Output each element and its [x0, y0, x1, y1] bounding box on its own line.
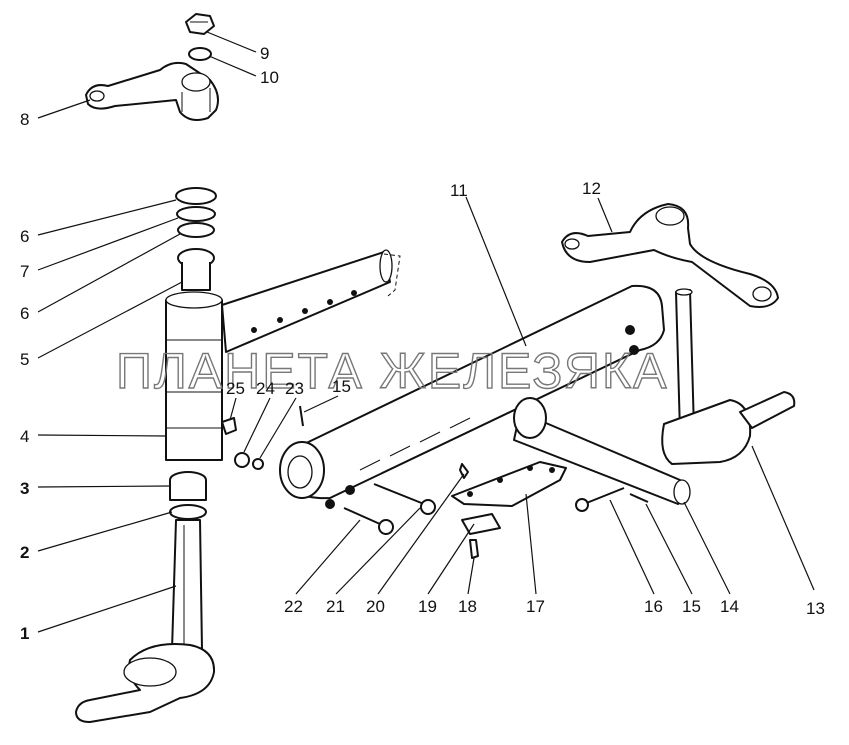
nut-9	[185, 13, 215, 35]
nut-24	[234, 452, 250, 468]
washer-23	[252, 458, 264, 470]
ring-3	[169, 471, 207, 501]
callout-2: 2	[20, 543, 29, 562]
callout-24: 24	[256, 379, 275, 398]
callout-17: 17	[526, 597, 545, 616]
callouts: 9 10 8 6 7 6 5 4 3 2 1 25 24 23 15 11 12…	[20, 44, 825, 643]
callout-14: 14	[720, 597, 739, 616]
callout-4: 4	[20, 427, 29, 446]
stud-18	[469, 539, 479, 559]
kingpin-1	[75, 519, 216, 723]
bolt-21	[373, 483, 436, 515]
leader-lines	[37, 31, 815, 633]
washer-stack-6-7	[175, 187, 217, 238]
callout-3: 3	[20, 479, 29, 498]
callout-25: 25	[226, 379, 245, 398]
bracket-19	[461, 513, 501, 535]
callout-10: 10	[260, 68, 279, 87]
callout-9: 9	[260, 44, 269, 63]
pin-15-left	[299, 405, 304, 427]
callout-5: 5	[20, 350, 29, 369]
knuckle-13	[661, 288, 796, 465]
callout-8: 8	[20, 110, 29, 129]
washer-2	[169, 504, 207, 520]
steering-arm-small	[85, 61, 219, 121]
watermark-text: ПЛАНЕТА ЖЕЛЕЗЯКА	[116, 343, 668, 399]
callout-21: 21	[326, 597, 345, 616]
callout-6a: 6	[20, 227, 29, 246]
bolt-22	[343, 507, 394, 535]
washer-10	[188, 47, 212, 61]
callout-20: 20	[366, 597, 385, 616]
callout-7: 7	[20, 262, 29, 281]
pin-15-right	[629, 493, 649, 503]
grease-fitting-25	[221, 417, 237, 435]
steering-arm-12	[561, 203, 779, 308]
callout-15b: 15	[682, 597, 701, 616]
callout-12: 12	[582, 179, 601, 198]
pin-20	[459, 463, 469, 479]
housing-4	[165, 249, 401, 461]
callout-19: 19	[418, 597, 437, 616]
axle-beam-11	[279, 284, 691, 509]
callout-13: 13	[806, 599, 825, 618]
plate-17	[451, 461, 567, 507]
callout-1: 1	[20, 624, 29, 643]
callout-6b: 6	[20, 304, 29, 323]
pin-16	[575, 487, 625, 512]
callout-15a: 15	[332, 377, 351, 396]
callout-11: 11	[450, 181, 468, 200]
callout-22: 22	[284, 597, 303, 616]
bushing-5	[177, 248, 215, 291]
callout-16: 16	[644, 597, 663, 616]
callout-23: 23	[285, 379, 304, 398]
callout-18: 18	[458, 597, 477, 616]
